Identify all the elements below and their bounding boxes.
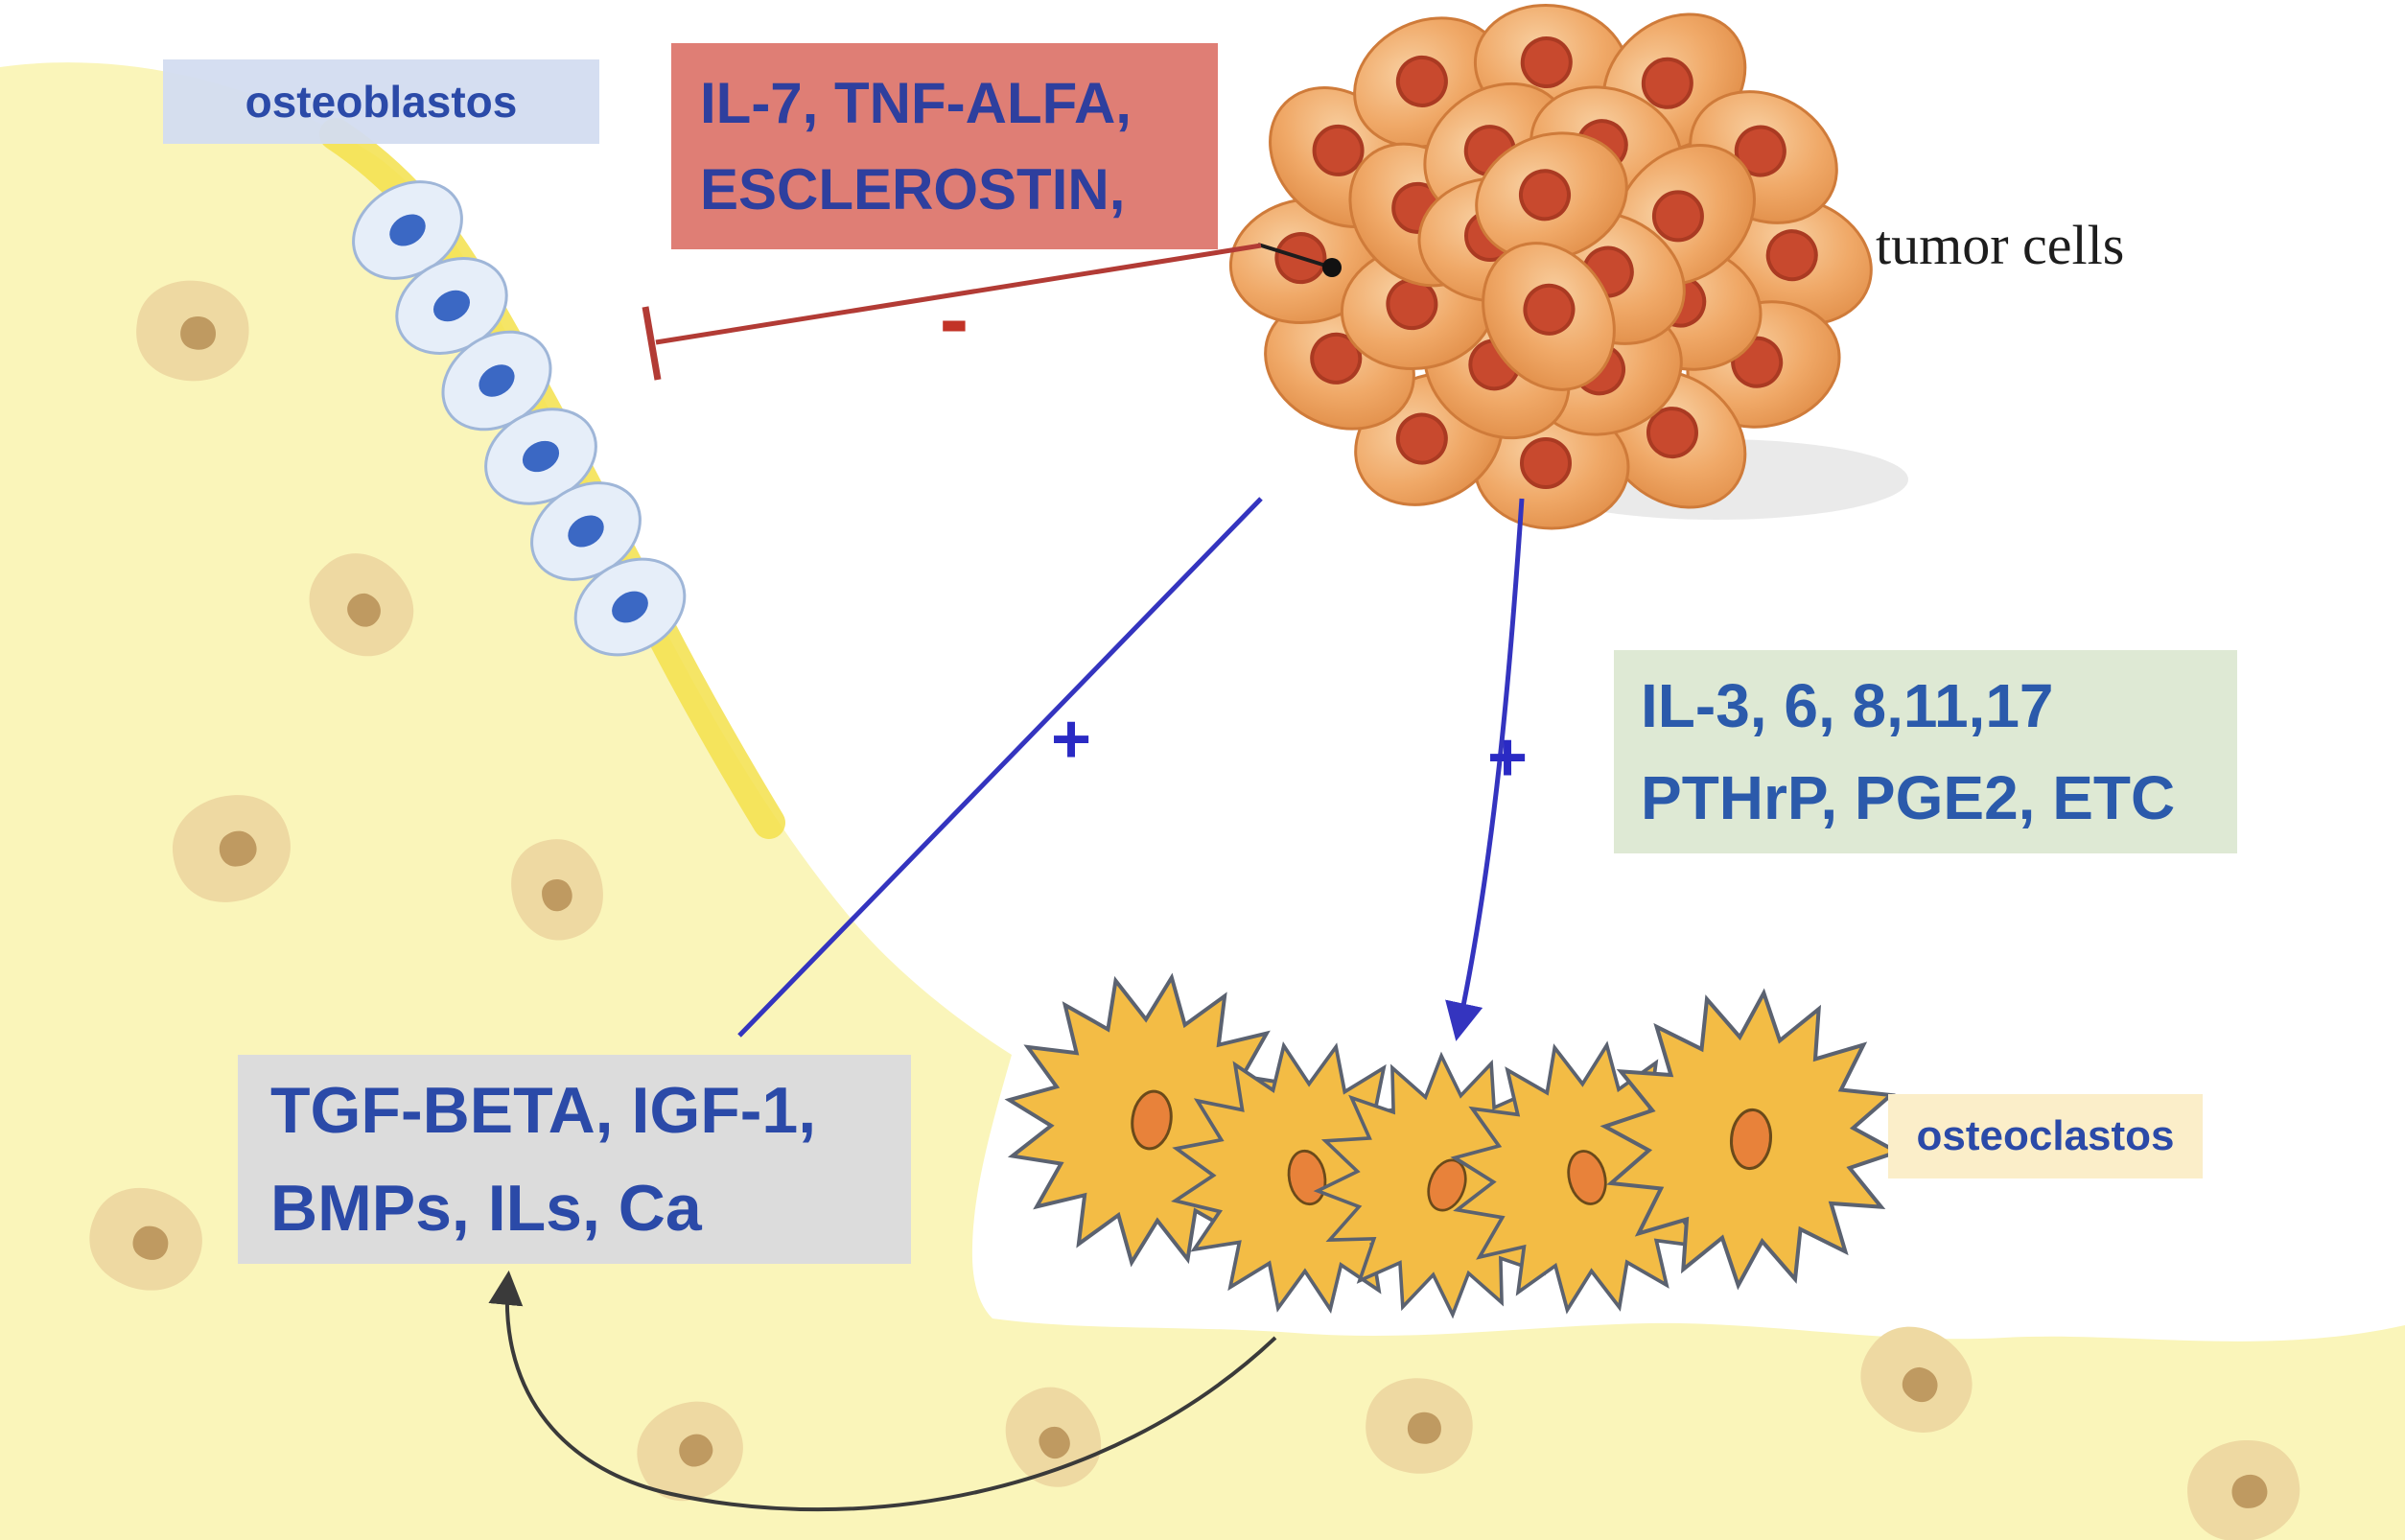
osteoclasts-label-text: osteoclastos (1916, 1112, 2175, 1159)
osteoclast-stimulating-factors-box: IL-3, 6, 8,11,17 PTHrP, PGE2, ETC (1614, 650, 2237, 853)
osteoclast-row (987, 955, 1910, 1353)
tumor-cells-label: tumor cells (1876, 214, 2125, 276)
inhibitory-factors-line1: IL-7, TNF-ALFA, (700, 70, 1132, 135)
plus-sign-osteoblast-path: + (1050, 701, 1092, 778)
stimulation-line-osteoblast-side (737, 497, 1263, 1038)
inhibitory-factors-box: IL-7, TNF-ALFA, ESCLEROSTIN, (671, 43, 1218, 249)
tumor-pointer-dot (1322, 258, 1342, 277)
osteoblasts-label-text: osteoblastos (245, 77, 518, 127)
bone-derived-factors-box: TGF-BETA, IGF-1, BMPs, ILs, Ca (238, 1055, 911, 1264)
inhibition-line (642, 243, 1262, 381)
stimulation-arrow-osteoclasts (1445, 498, 1525, 1041)
inhibition-tbar (642, 306, 662, 381)
minus-sign: - (939, 270, 969, 368)
inhibitory-factors-line2: ESCLEROSTIN, (700, 156, 1126, 222)
stimulating-factors-line1: IL-3, 6, 8,11,17 (1641, 671, 2054, 740)
feedback-arrow (488, 1270, 1277, 1512)
stimulating-factors-line2: PTHrP, PGE2, ETC (1641, 763, 2176, 832)
plus-sign-osteoclast-path: + (1486, 719, 1529, 796)
bone-factors-line2: BMPs, ILs, Ca (270, 1172, 702, 1245)
tumor-pointer-line (1257, 243, 1342, 277)
osteoblasts-label: osteoblastos (163, 59, 599, 144)
osteoclasts-label: osteoclastos (1888, 1094, 2203, 1178)
bone-factors-line1: TGF-BETA, IGF-1, (270, 1074, 817, 1147)
